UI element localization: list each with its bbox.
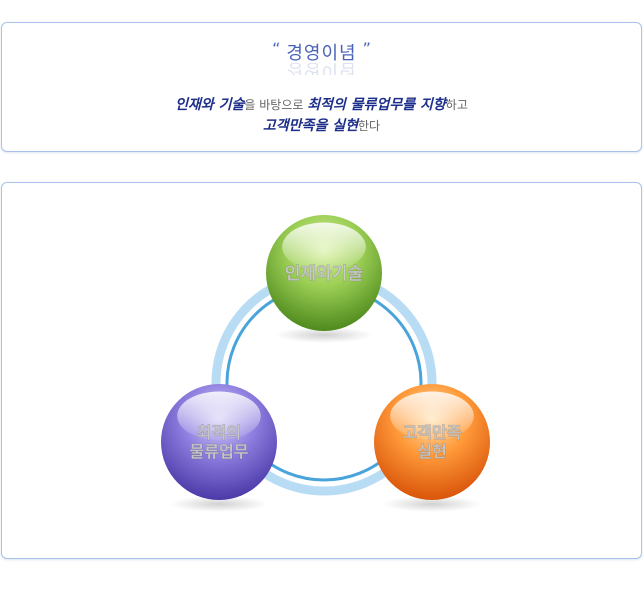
- ball-label: 실현: [417, 442, 446, 461]
- mission-emphasis: 고객만족을 실현: [262, 118, 358, 134]
- ball-gloss: [390, 391, 474, 441]
- ball-shadow: [382, 496, 482, 512]
- ball-shadow: [169, 496, 269, 512]
- mission-statement: 인재와 기술을 바탕으로 최적의 물류업무를 지향하고 고객만족을 실현한다: [2, 95, 641, 137]
- mission-line-1: 인재와 기술을 바탕으로 최적의 물류업무를 지향하고: [2, 95, 641, 116]
- open-quote: “: [272, 39, 281, 58]
- mission-text: 하고: [445, 98, 468, 112]
- ball-talent-technology: 인재와기술: [266, 215, 382, 343]
- philosophy-title: 경영이념: [286, 43, 357, 64]
- ball-label: 물류업무: [190, 442, 249, 461]
- mission-emphasis: 인재와 기술: [175, 97, 245, 113]
- mission-line-2: 고객만족을 실현한다: [2, 116, 641, 137]
- ball-gloss: [282, 222, 366, 272]
- mission-text: 한다: [357, 119, 381, 133]
- mission-emphasis: 최적의 물류업무를 지향: [307, 97, 446, 113]
- philosophy-panel: “ 경영이념 ” 경영이념 인재와 기술을 바탕으로 최적의 물류업무를 지향하고 …: [1, 22, 642, 152]
- philosophy-title-reflection: 경영이념: [286, 63, 357, 75]
- ball-gloss: [177, 391, 261, 441]
- ball-label: 최적의: [197, 423, 241, 442]
- ball-label: 고객만족: [403, 423, 462, 442]
- close-quote: ”: [362, 39, 371, 58]
- mission-text: 을 바탕으로: [244, 98, 308, 112]
- philosophy-title-wrap: “ 경영이념 ”: [2, 39, 641, 65]
- ball-shadow: [274, 327, 374, 343]
- ball-label: 인재와기술: [285, 264, 364, 284]
